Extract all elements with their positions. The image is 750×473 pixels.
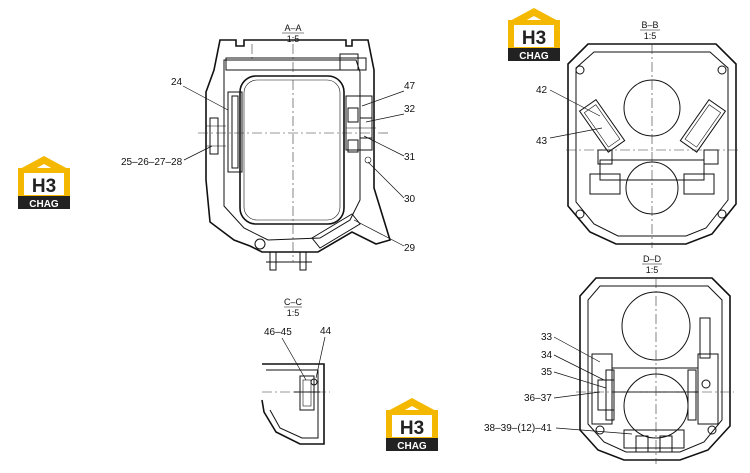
logo-mark: H3	[400, 418, 424, 439]
view-aa-title: A–A	[284, 23, 301, 33]
callout-32: 32	[404, 104, 416, 115]
view-aa: A–A 1:5	[198, 23, 392, 271]
logo-mark: H3	[32, 176, 56, 197]
aa-callouts: 24 25–26–27–28 47 32 31 30 29	[121, 77, 416, 254]
callout-46-45: 46–45	[264, 327, 292, 338]
callout-34: 34	[541, 350, 553, 361]
view-cc-scale: 1:5	[287, 308, 300, 318]
callout-38-41: 38–39–(12)–41	[484, 423, 552, 434]
view-dd-title: D–D	[643, 254, 662, 264]
callout-47: 47	[404, 81, 416, 92]
callout-24: 24	[171, 77, 183, 88]
view-bb: B–B 1:5	[566, 20, 738, 248]
callout-35: 35	[541, 367, 553, 378]
callout-33: 33	[541, 332, 553, 343]
logo-left: H3 CHAG	[18, 156, 70, 210]
cc-callouts: 46–45 44	[264, 326, 332, 381]
callout-36-37: 36–37	[524, 393, 552, 404]
logo-name: CHAG	[519, 51, 549, 62]
view-dd-scale: 1:5	[646, 265, 659, 275]
callout-29: 29	[404, 243, 416, 254]
callout-31: 31	[404, 152, 416, 163]
view-bb-scale: 1:5	[644, 31, 657, 41]
callout-25-28: 25–26–27–28	[121, 157, 183, 168]
view-aa-scale: 1:5	[287, 34, 300, 44]
logo-name: CHAG	[397, 441, 427, 452]
logo-bottom: H3 CHAG	[386, 398, 438, 452]
callout-44: 44	[320, 326, 332, 337]
bb-callouts: 42 43	[536, 85, 603, 147]
view-bb-title: B–B	[641, 20, 658, 30]
logo-top: H3 CHAG	[508, 8, 560, 62]
view-dd: D–D 1:5	[576, 254, 734, 464]
logo-name: CHAG	[29, 199, 59, 210]
callout-42: 42	[536, 85, 548, 96]
callout-43: 43	[536, 136, 548, 147]
callout-30: 30	[404, 194, 416, 205]
dd-callouts: 33 34 35 36–37 38–39–(12)–41	[484, 332, 633, 435]
view-cc-title: C–C	[284, 297, 303, 307]
logo-mark: H3	[522, 28, 546, 49]
view-cc: C–C 1:5	[261, 297, 330, 445]
